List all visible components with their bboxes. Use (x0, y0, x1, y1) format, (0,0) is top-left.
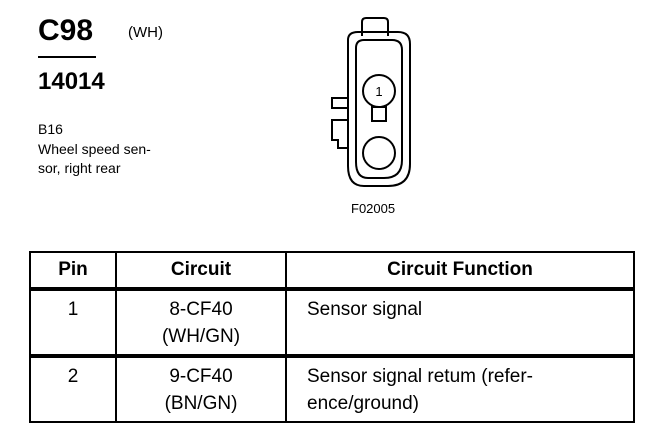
table-header-row: Pin Circuit Circuit Function (29, 251, 635, 290)
connector-inner-housing (355, 39, 403, 179)
pin-cell: 2 (29, 354, 117, 423)
connector-outer-housing (347, 31, 411, 187)
circuit-cell: 9-CF40 (BN/GN) (115, 354, 287, 423)
function-cell: Sensor signal (285, 287, 635, 357)
function-text: Sensor signal (307, 299, 423, 320)
color-code: (WH) (128, 24, 163, 41)
circuit-wire-color: (BN/GN) (164, 393, 238, 414)
connector-id-underline (38, 56, 96, 58)
pin-cell: 1 (29, 287, 117, 357)
header-pin: Pin (29, 251, 117, 290)
pin-table: Pin Circuit Circuit Function 1 8-CF40 (W… (29, 251, 635, 423)
header-circuit: Circuit (115, 251, 287, 290)
component-description: Wheel speed sen- sor, right rear (38, 141, 151, 176)
circuit-cell: 8-CF40 (WH/GN) (115, 287, 287, 357)
circuit-id: 9-CF40 (169, 366, 233, 387)
function-cell: Sensor signal retum (refer- ence/ground) (285, 354, 635, 423)
function-text-continued: ence/ground) (307, 393, 419, 414)
side-rib-upper (331, 97, 348, 109)
connector-face-diagram: 1 (331, 17, 411, 187)
circuit-id: 8-CF40 (169, 299, 233, 320)
locking-tab (361, 17, 389, 36)
part-number: 14014 (38, 68, 105, 95)
table-row: 1 8-CF40 (WH/GN) Sensor signal (29, 287, 635, 357)
side-rib-lower (331, 119, 348, 149)
figure-id: F02005 (351, 201, 396, 216)
function-text: Sensor signal retum (refer- (307, 366, 533, 387)
component-code: B16 (38, 121, 63, 137)
pin-1-key-slot (371, 106, 387, 122)
table-row: 2 9-CF40 (BN/GN) Sensor signal retum (re… (29, 354, 635, 423)
pin-1-label: 1 (375, 84, 382, 99)
pin-2-cavity (362, 136, 396, 170)
connector-id: C98 (38, 14, 94, 47)
header-function: Circuit Function (285, 251, 635, 290)
circuit-wire-color: (WH/GN) (161, 326, 241, 347)
